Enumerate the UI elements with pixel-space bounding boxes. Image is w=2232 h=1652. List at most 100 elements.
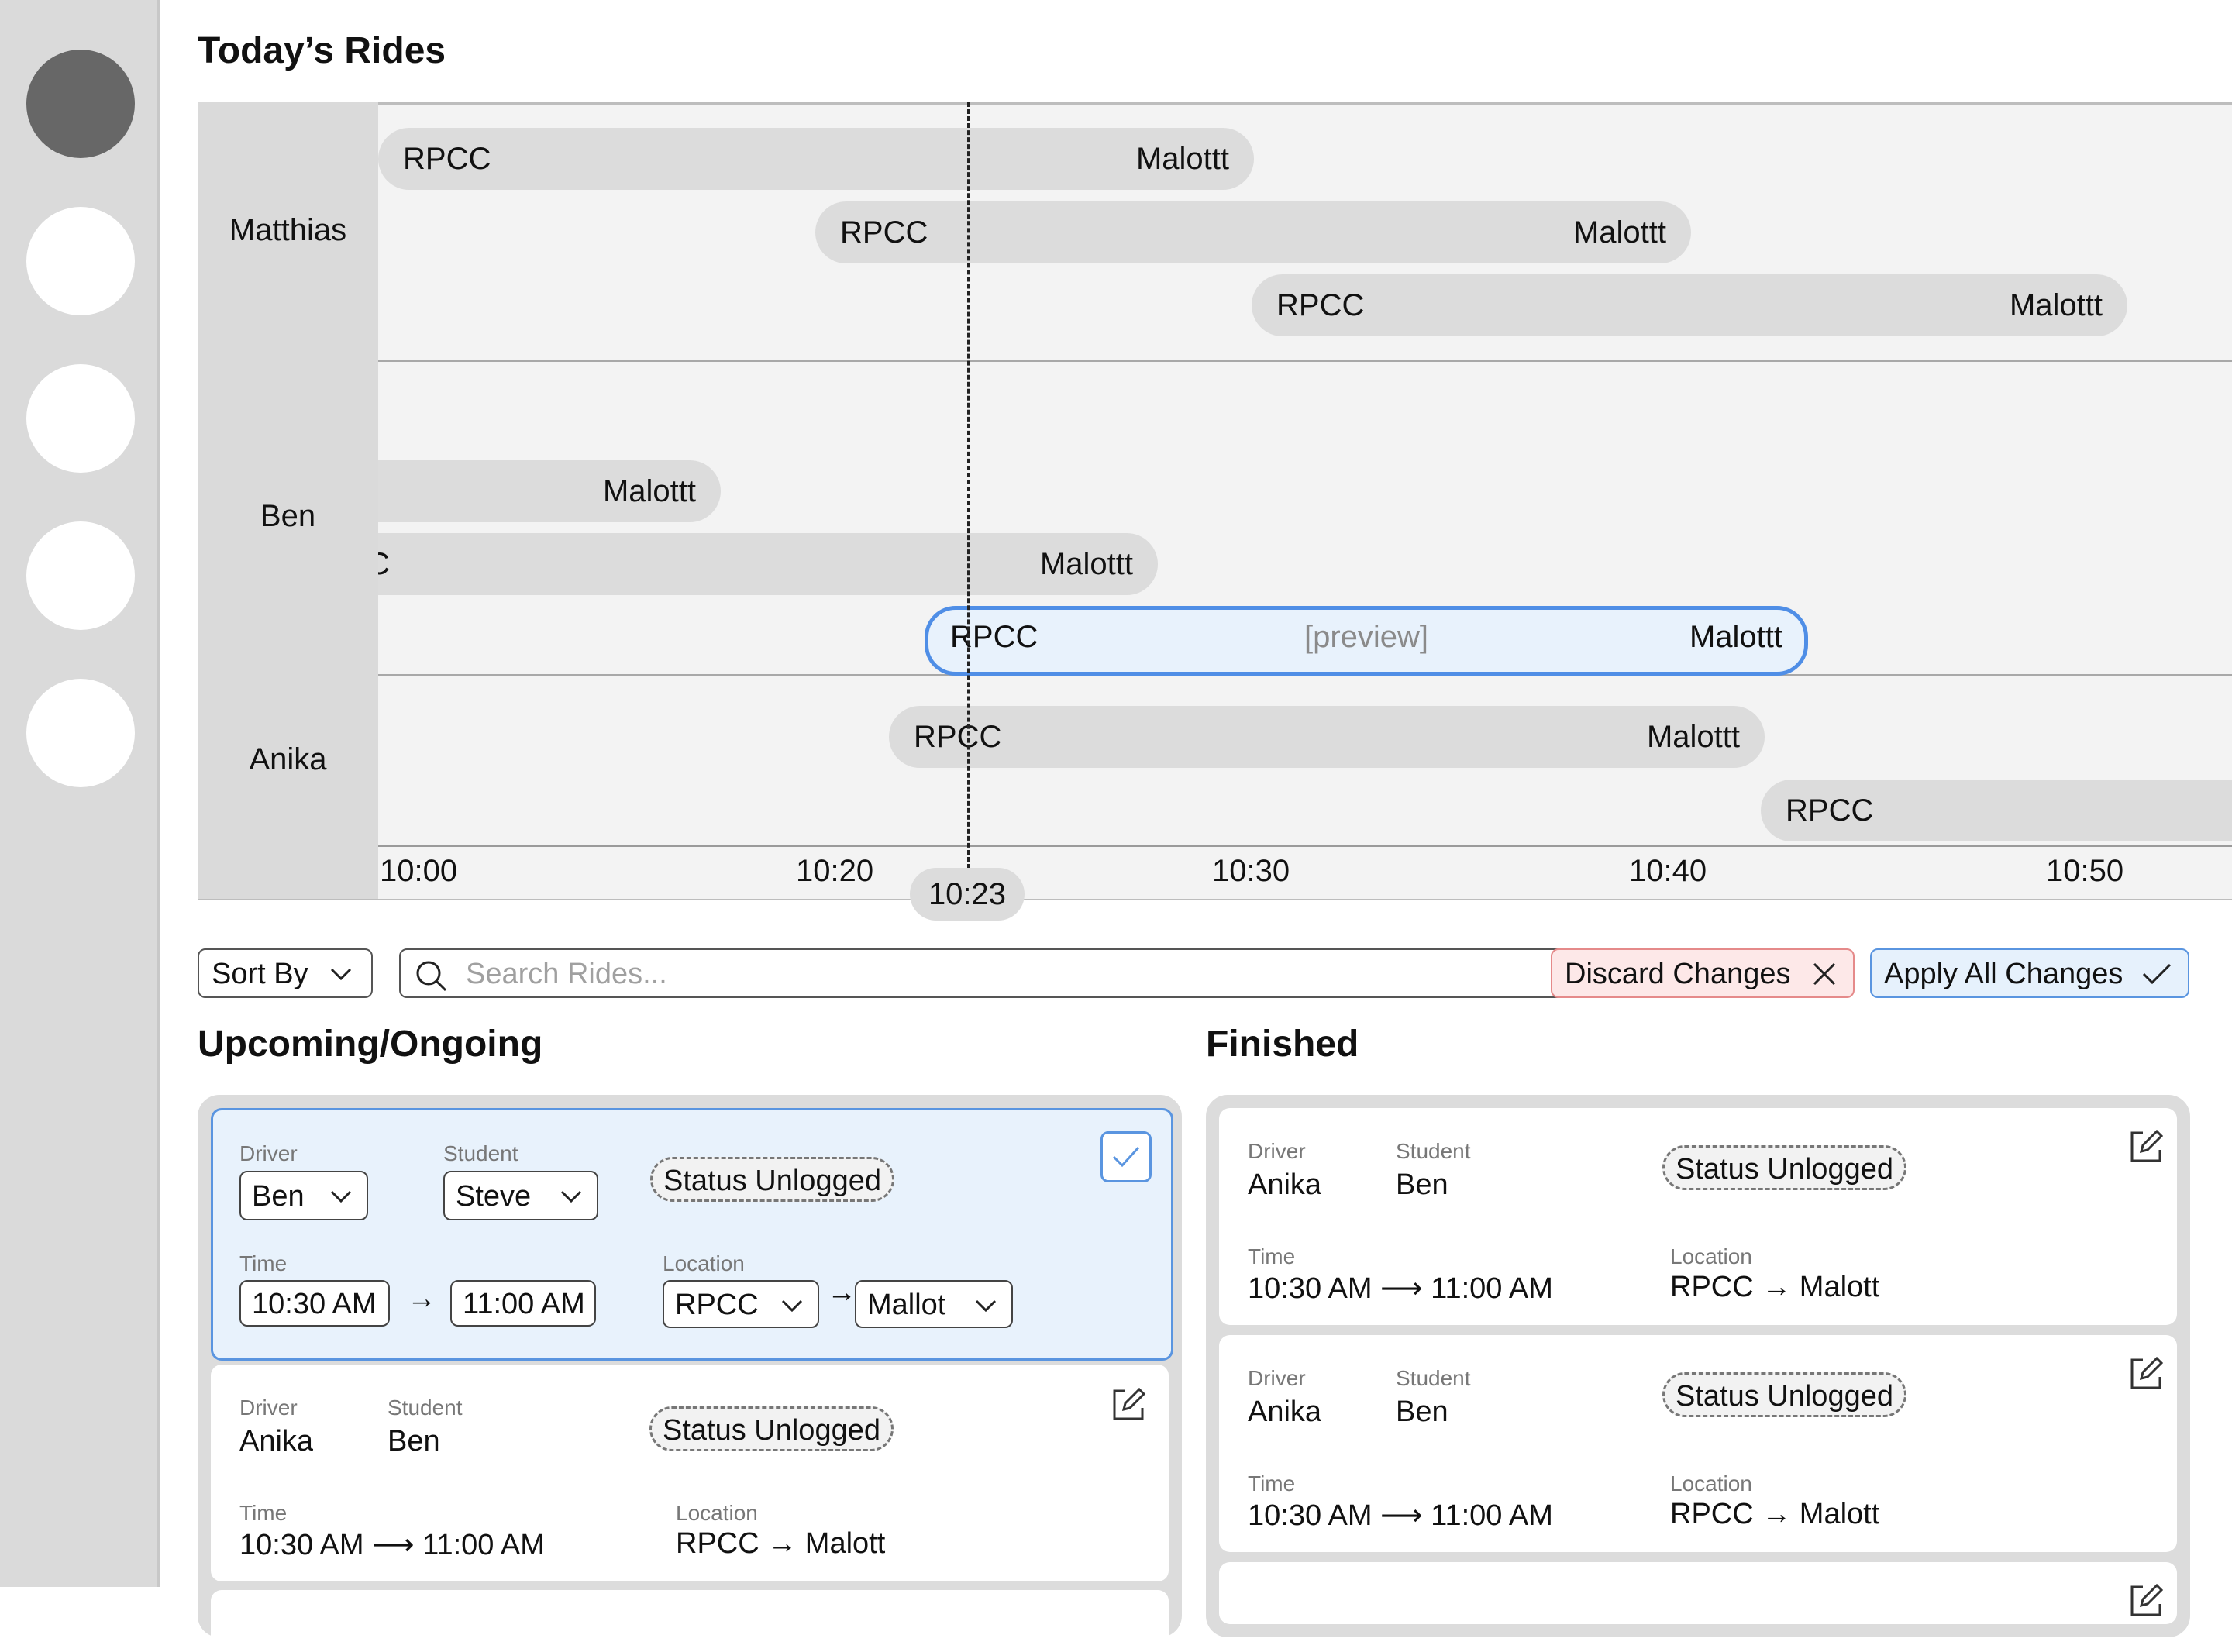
nav-item-3-icon[interactable] — [26, 364, 135, 473]
location-field-label: Location — [1670, 1244, 1752, 1268]
driver-value: Anika — [239, 1425, 314, 1458]
driver-select[interactable]: Ben — [239, 1171, 368, 1220]
driver-label-anika: Anika — [249, 742, 327, 776]
ride-card: Driver Anika Student Ben Status Unlogged… — [211, 1365, 1169, 1581]
ride-to: Malottt — [1572, 215, 1666, 250]
student-value: Ben — [1396, 1168, 1448, 1201]
driver-label-matthias: Matthias — [229, 213, 347, 247]
ride-from: RPCC — [1786, 793, 1874, 828]
edit-icon[interactable] — [1110, 1386, 1147, 1423]
time-value: 10:30 AM ⟶ 11:00 AM — [1248, 1499, 1553, 1532]
sidebar — [0, 0, 160, 1587]
ride-bar[interactable]: Malottt — [378, 460, 721, 522]
student-field-label: Student — [443, 1141, 518, 1165]
finished-rides-panel: Driver Anika Student Ben Status Unlogged… — [1206, 1095, 2190, 1637]
driver-field-label: Driver — [1248, 1139, 1306, 1163]
ride-from: RPCC — [403, 142, 491, 176]
nav-item-4-icon[interactable] — [26, 521, 135, 630]
ride-from: RPCC — [1276, 288, 1365, 322]
status-badge: Status Unlogged — [1662, 1372, 1906, 1417]
ride-card — [211, 1590, 1169, 1652]
ride-to: Malottt — [1135, 142, 1229, 176]
driver-value: Ben — [252, 1180, 305, 1213]
finished-section-title: Finished — [1206, 1024, 1359, 1065]
driver-field-label: Driver — [239, 1141, 298, 1165]
axis-tick-label: 10:20 — [796, 854, 874, 888]
location-field-label: Location — [663, 1251, 745, 1275]
chevron-down-icon — [560, 1190, 582, 1203]
ride-from: C — [378, 547, 390, 581]
chevron-down-icon — [330, 1190, 352, 1203]
status-badge: Status Unlogged — [649, 1406, 894, 1451]
student-select[interactable]: Steve — [443, 1171, 598, 1220]
location-value: RPCC → Malott — [1670, 1498, 1880, 1530]
ride-from: RPCC — [950, 620, 1038, 654]
upcoming-rides-panel: Driver Ben Student Steve Status Unlogged… — [198, 1095, 1182, 1652]
student-field-label: Student — [1396, 1139, 1471, 1163]
discard-label: Discard Changes — [1565, 958, 1791, 990]
to-location-value: Mallot — [867, 1289, 946, 1321]
start-time-value: 10:30 AM — [252, 1288, 377, 1320]
time-field-label: Time — [1248, 1244, 1296, 1268]
ride-bar[interactable]: C Malottt — [378, 533, 1158, 595]
location-value: RPCC → Malott — [676, 1527, 886, 1560]
ride-to: Malottt — [2009, 288, 2103, 322]
ride-bar[interactable]: RPCC Malottt — [378, 128, 1254, 190]
edit-icon[interactable] — [2127, 1582, 2165, 1619]
ride-to: Malottt — [1689, 620, 1782, 654]
discard-changes-button[interactable]: Discard Changes — [1551, 948, 1855, 998]
upcoming-section-title: Upcoming/Ongoing — [198, 1024, 543, 1065]
sort-by-label: Sort By — [212, 958, 308, 990]
close-icon — [1813, 962, 1836, 986]
finished-ride-card: Driver Anika Student Ben Status Unlogged… — [1219, 1335, 2177, 1552]
ride-bar[interactable]: RPCC Malottt — [889, 706, 1765, 768]
ride-bar[interactable]: RPCC — [1761, 780, 2232, 841]
driver-value: Anika — [1248, 1396, 1322, 1428]
location-field-label: Location — [1670, 1471, 1752, 1495]
ride-bar[interactable]: RPCC Malottt — [815, 201, 1691, 263]
search-rides-input[interactable]: Search Rides... — [399, 948, 1776, 998]
nav-item-1-icon[interactable] — [26, 50, 135, 158]
current-time-badge: 10:23 — [910, 868, 1025, 921]
apply-label: Apply All Changes — [1884, 958, 2124, 990]
to-location-select[interactable]: Mallot — [855, 1280, 1013, 1328]
nav-item-5-icon[interactable] — [26, 679, 135, 787]
time-value: 10:30 AM ⟶ 11:00 AM — [239, 1529, 545, 1561]
time-value: 10:30 AM ⟶ 11:00 AM — [1248, 1272, 1553, 1305]
arrow-right-icon: → — [407, 1282, 436, 1315]
driver-field-label: Driver — [1248, 1366, 1306, 1390]
start-time-input[interactable]: 10:30 AM — [239, 1280, 390, 1327]
chevron-down-icon — [781, 1299, 803, 1313]
status-badge: Status Unlogged — [1662, 1145, 1906, 1190]
chevron-down-icon — [975, 1299, 997, 1313]
end-time-value: 11:00 AM — [463, 1288, 585, 1320]
finished-ride-card — [1219, 1562, 2177, 1624]
chevron-down-icon — [330, 968, 352, 981]
edit-icon[interactable] — [2127, 1355, 2165, 1392]
driver-lane-labels: Matthias Ben Anika — [198, 102, 378, 900]
search-placeholder: Search Rides... — [466, 958, 667, 990]
driver-value: Anika — [1248, 1168, 1322, 1201]
finished-ride-card: Driver Anika Student Ben Status Unlogged… — [1219, 1108, 2177, 1325]
ride-to: Malottt — [1646, 720, 1740, 754]
nav-item-2-icon[interactable] — [26, 207, 135, 315]
page-title: Today’s Rides — [198, 30, 446, 71]
ride-to: Malottt — [1039, 547, 1133, 581]
end-time-input[interactable]: 11:00 AM — [450, 1280, 596, 1327]
time-field-label: Time — [1248, 1471, 1296, 1495]
driver-label-ben: Ben — [260, 499, 316, 533]
axis-tick-label: 10:40 — [1629, 854, 1707, 888]
confirm-edit-button[interactable] — [1100, 1131, 1152, 1182]
sort-by-dropdown[interactable]: Sort By — [198, 948, 373, 998]
lane-separator — [378, 360, 2232, 362]
preview-ride-bar[interactable]: [preview] RPCC Malottt — [925, 606, 1808, 676]
student-field-label: Student — [1396, 1366, 1471, 1390]
from-location-select[interactable]: RPCC — [663, 1280, 819, 1328]
apply-all-changes-button[interactable]: Apply All Changes — [1870, 948, 2189, 998]
ride-bar[interactable]: RPCC Malottt — [1252, 274, 2127, 336]
axis-tick-label: 10:50 — [2046, 854, 2124, 888]
edit-icon[interactable] — [2127, 1128, 2165, 1165]
student-value: Ben — [1396, 1396, 1448, 1428]
location-value: RPCC → Malott — [1670, 1271, 1880, 1303]
timeline-bottom-border — [198, 899, 2232, 900]
